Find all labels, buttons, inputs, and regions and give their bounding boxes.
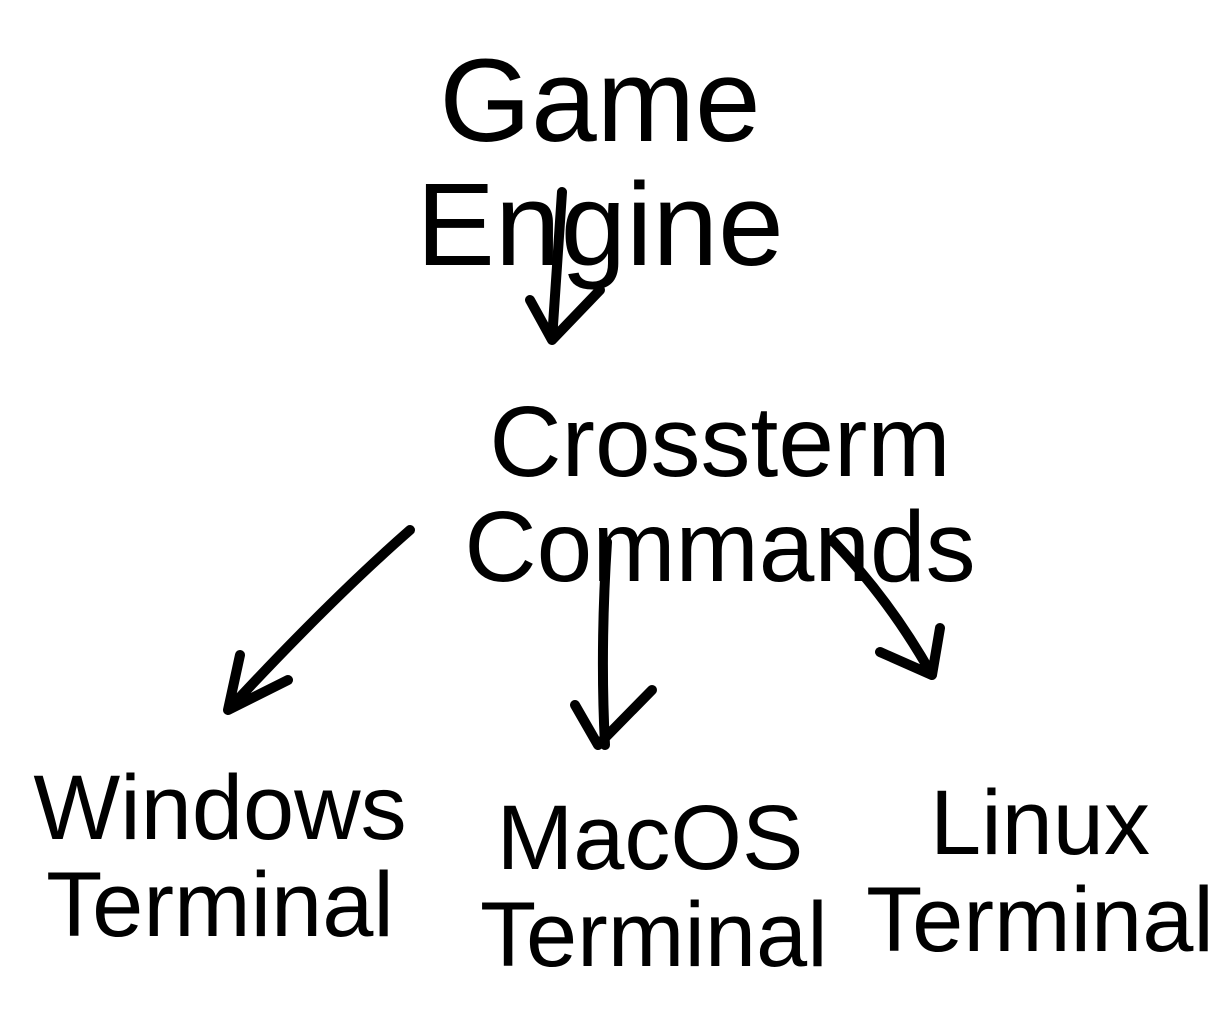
node-crossterm-commands: Crossterm Commands (464, 386, 976, 603)
node-windows-terminal: Windows Terminal (10, 760, 430, 953)
node-game-engine: Game Engine (416, 35, 784, 291)
node-label-line1: Windows (33, 757, 407, 859)
node-label-line1: MacOS (496, 787, 804, 889)
arrow-crossterm-to-macos (570, 537, 657, 750)
node-label-line1: Linux (930, 772, 1150, 874)
node-linux-terminal: Linux Terminal (860, 775, 1220, 968)
node-label-line2: Terminal (866, 868, 1214, 971)
arrow-crossterm-to-windows (223, 525, 415, 715)
node-macos-terminal: MacOS Terminal (480, 787, 828, 986)
arrow-crossterm-to-linux (827, 535, 945, 680)
node-label-line2: Terminal (480, 883, 828, 986)
node-label-line2: Terminal (46, 853, 394, 956)
arrow-game-to-crossterm (525, 187, 605, 345)
